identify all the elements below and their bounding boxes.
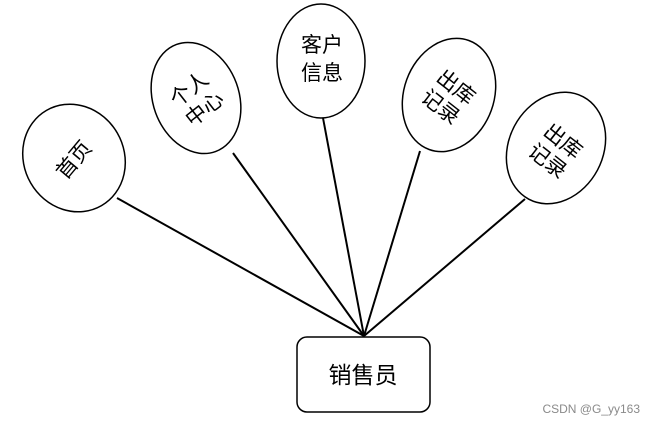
node-home: 首页: [21, 103, 127, 213]
connector-customer: [322, 117, 365, 337]
root-node: 销售员: [296, 336, 431, 413]
connectors: [116, 117, 526, 337]
node-customer-shape: [276, 3, 366, 119]
connector-home: [116, 197, 365, 337]
node-customer: 客户 信息: [276, 3, 366, 119]
connector-outbound1: [363, 150, 421, 337]
root-node-label: 销售员: [329, 363, 398, 389]
node-home-shape: [21, 103, 127, 213]
node-outbound-2: 出库 记录: [505, 91, 607, 205]
node-personal-shape: [150, 41, 242, 155]
root-node-box: [296, 336, 431, 413]
node-outbound-1: 出库 记录: [401, 37, 497, 153]
node-outbound-1-shape: [401, 37, 497, 153]
connector-outbound2: [363, 198, 526, 337]
node-outbound-2-shape: [505, 91, 607, 205]
node-personal: 个人 中心: [150, 41, 242, 155]
node-customer-label-line1: 客户: [301, 33, 343, 57]
connector-personal: [232, 152, 365, 337]
node-customer-label-line2: 信息: [301, 61, 343, 85]
watermark: CSDN @G_yy163: [542, 402, 640, 416]
